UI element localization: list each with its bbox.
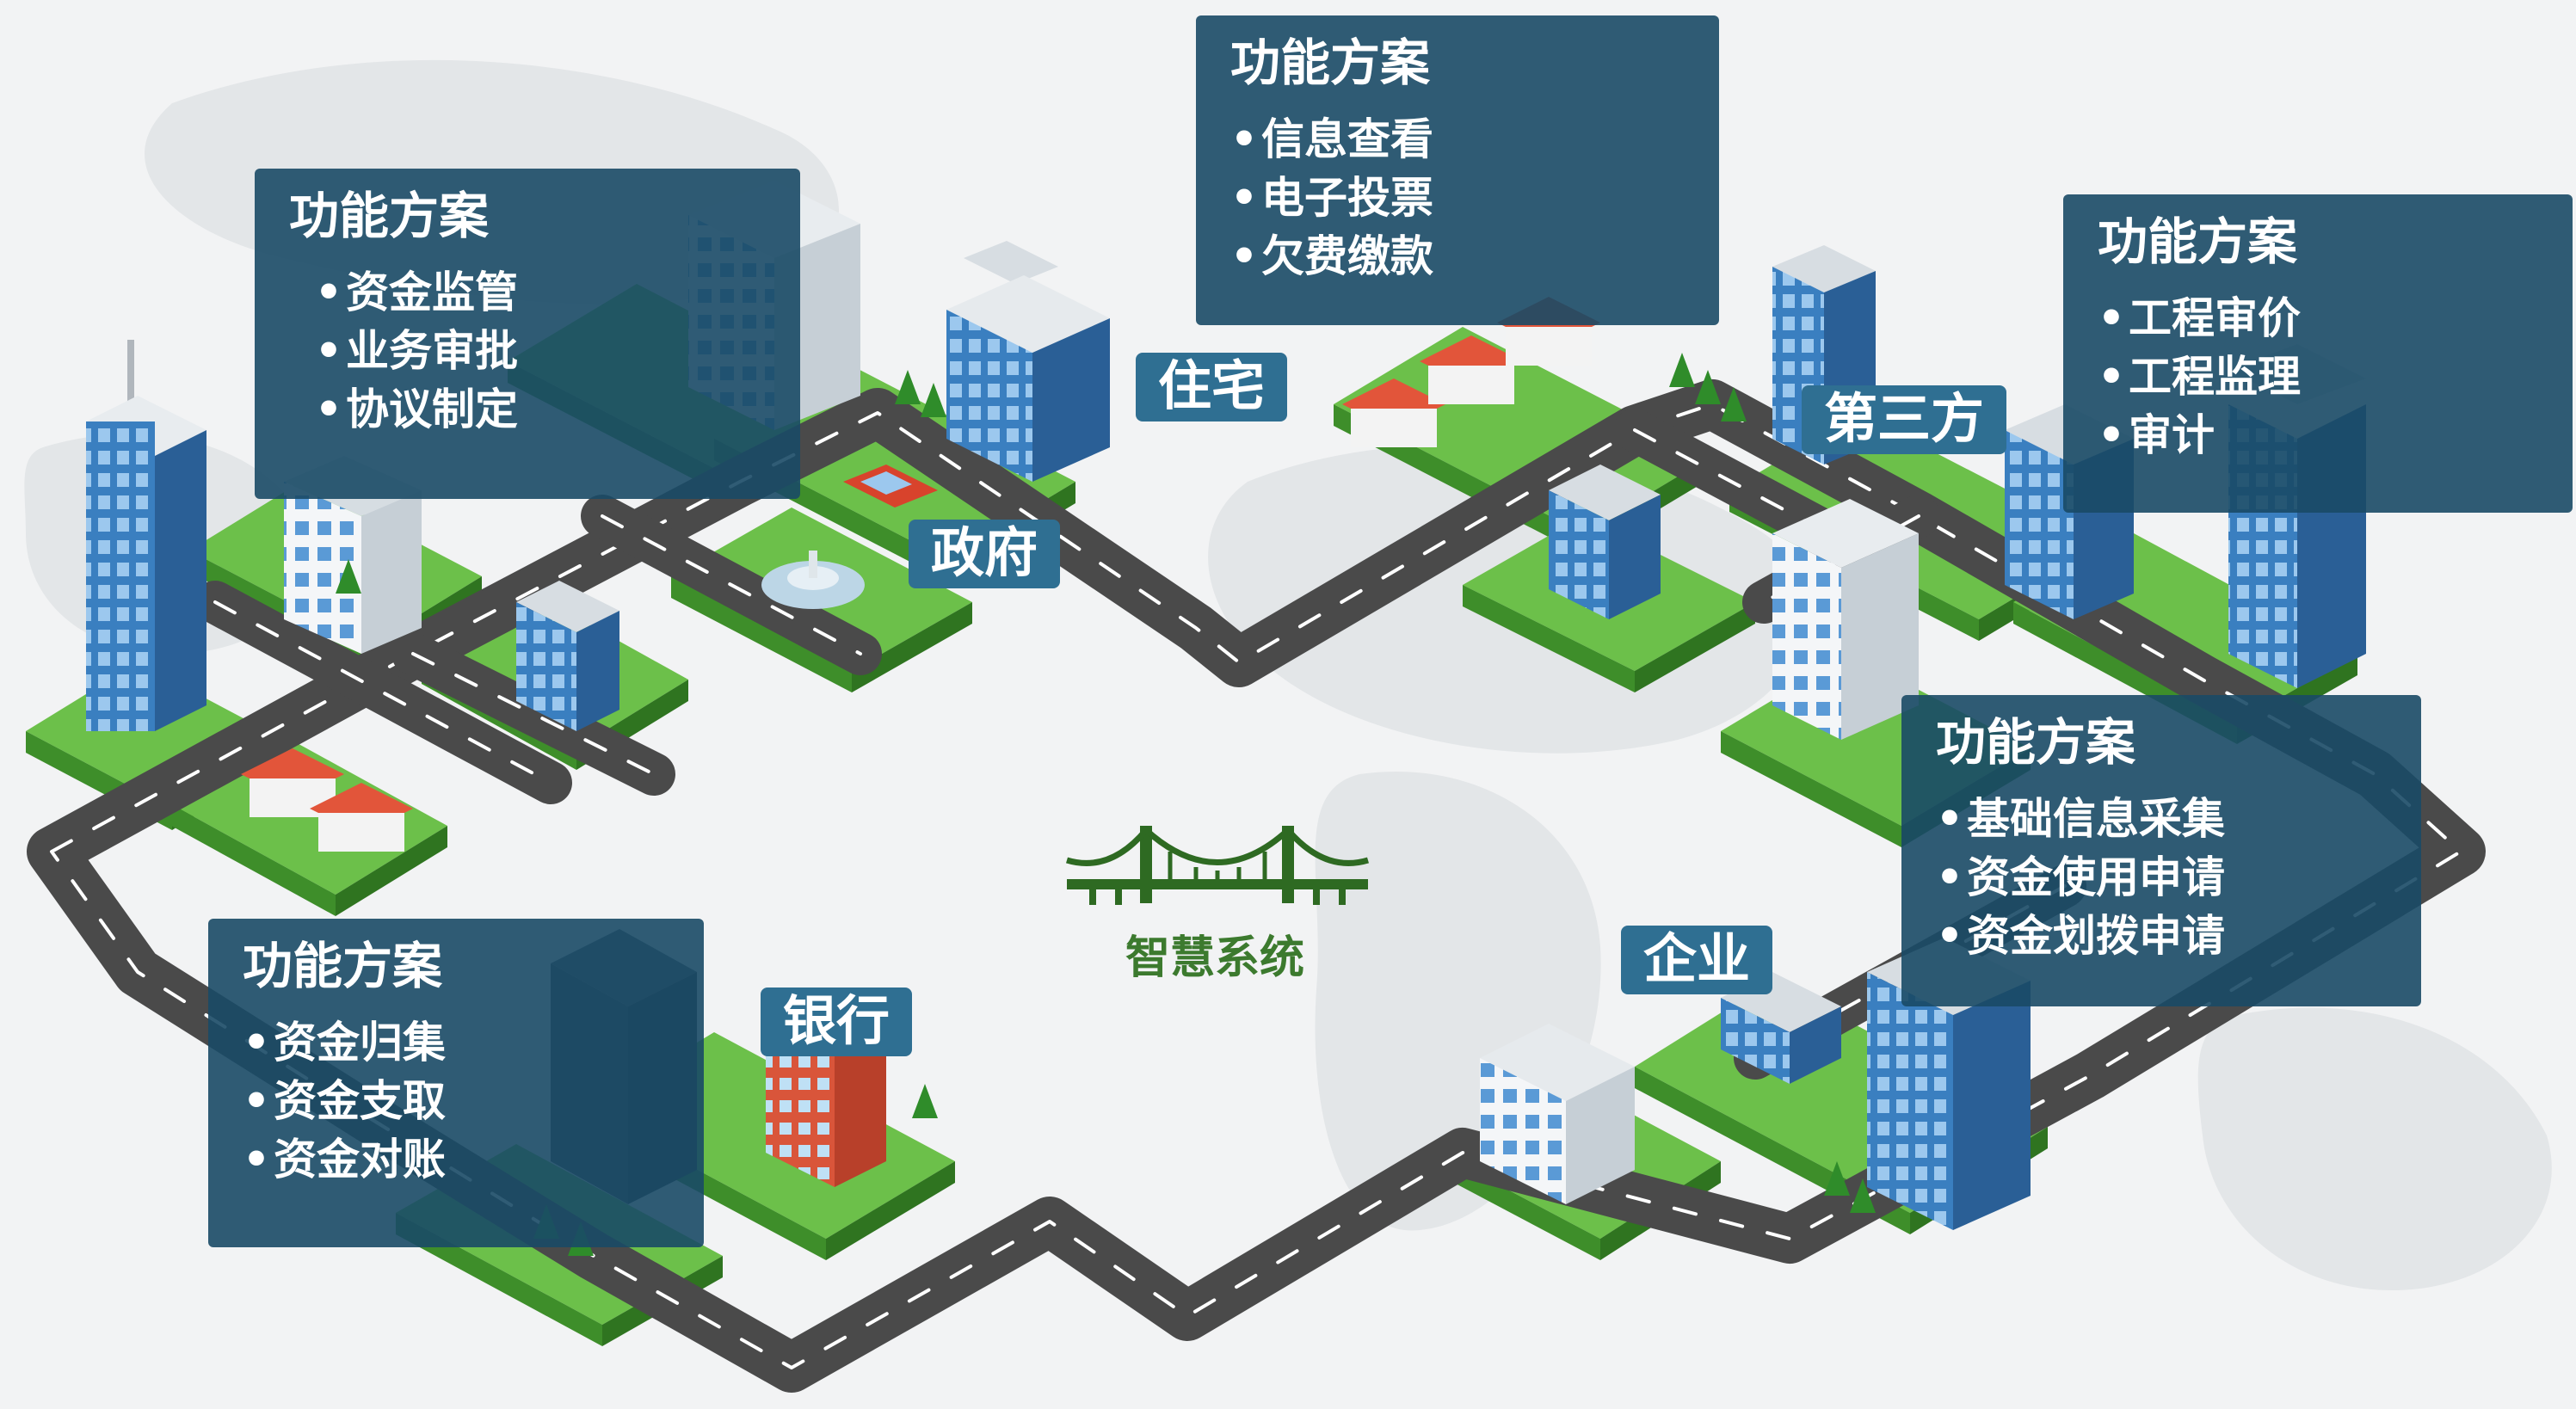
blue-building-residential <box>1549 465 1661 619</box>
panel-title: 功能方案 <box>1230 34 1431 92</box>
third-party-function-panel: 功能方案 •工程审价 •工程监理 •审计 <box>2063 194 2573 513</box>
enterprise-white-building <box>1480 1024 1635 1204</box>
blue-building-small <box>516 581 619 731</box>
government-building <box>946 241 1110 482</box>
center-system-label: 智慧系统 <box>1125 932 1304 984</box>
function-list: •资金监管 •业务审批 •协议制定 <box>289 263 766 439</box>
list-item: •工程监理 <box>2098 352 2301 402</box>
place-label-government: 政府 <box>909 520 1061 588</box>
panel-title: 功能方案 <box>243 937 443 995</box>
list-item: •基础信息采集 <box>1936 794 2225 844</box>
bank-function-panel: 功能方案 •资金归集 •资金支取 •资金对账 <box>208 919 704 1247</box>
panel-title: 功能方案 <box>289 187 490 245</box>
enterprise-function-panel: 功能方案 •基础信息采集 •资金使用申请 •资金划拨申请 <box>1901 695 2421 1006</box>
fountain <box>761 551 865 609</box>
function-list: •基础信息采集 •资金使用申请 •资金划拨申请 <box>1936 790 2387 965</box>
panel-title: 功能方案 <box>1936 713 2136 772</box>
panel-title: 功能方案 <box>2098 212 2298 271</box>
government-function-panel: 功能方案 •资金监管 •业务审批 •协议制定 <box>255 169 800 499</box>
residential-function-panel: 功能方案 •信息查看 •电子投票 •欠费缴款 <box>1196 15 1719 325</box>
list-item: •资金划拨申请 <box>1936 911 2225 961</box>
list-item: •电子投票 <box>1230 173 1433 223</box>
function-list: •资金归集 •资金支取 •资金对账 <box>243 1013 669 1189</box>
white-tower-right <box>1772 499 1919 740</box>
list-item: •资金使用申请 <box>1936 852 2225 902</box>
tall-tower-left <box>86 340 206 731</box>
list-item: •信息查看 <box>1230 114 1433 164</box>
red-car <box>843 465 938 508</box>
place-label-enterprise: 企业 <box>1621 926 1773 994</box>
list-item: •欠费缴款 <box>1230 231 1433 281</box>
list-item: •资金归集 <box>243 1018 446 1068</box>
place-label-bank: 银行 <box>761 988 913 1056</box>
list-item: •资金支取 <box>243 1076 446 1126</box>
list-item: •资金监管 <box>315 268 518 317</box>
houses-left <box>241 748 413 852</box>
bridge-icon <box>1065 825 1370 905</box>
place-label-residential: 住宅 <box>1136 353 1288 421</box>
list-item: •业务审批 <box>315 326 518 376</box>
place-label-third-party: 第三方 <box>1802 385 2007 454</box>
list-item: •协议制定 <box>315 385 518 434</box>
function-list: •信息查看 •电子投票 •欠费缴款 <box>1230 110 1685 286</box>
white-building-left <box>284 456 422 654</box>
function-list: •工程审价 •工程监理 •审计 <box>2098 289 2538 465</box>
list-item: •审计 <box>2098 410 2215 460</box>
buildings <box>86 181 2366 1230</box>
list-item: •工程审价 <box>2098 293 2301 343</box>
list-item: •资金对账 <box>243 1135 446 1184</box>
